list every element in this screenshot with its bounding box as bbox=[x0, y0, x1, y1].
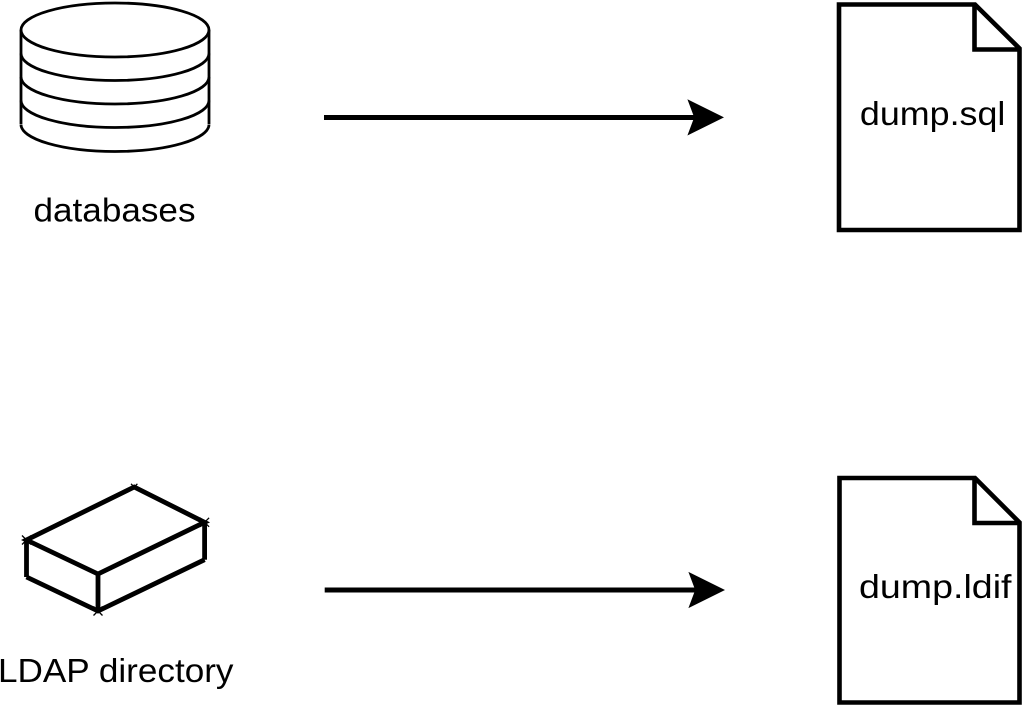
svg-text:LDAP directory: LDAP directory bbox=[0, 652, 234, 689]
svg-text:dump.ldif: dump.ldif bbox=[859, 568, 1012, 605]
svg-text:dump.sql: dump.sql bbox=[860, 95, 1006, 132]
svg-text:databases: databases bbox=[34, 192, 196, 229]
